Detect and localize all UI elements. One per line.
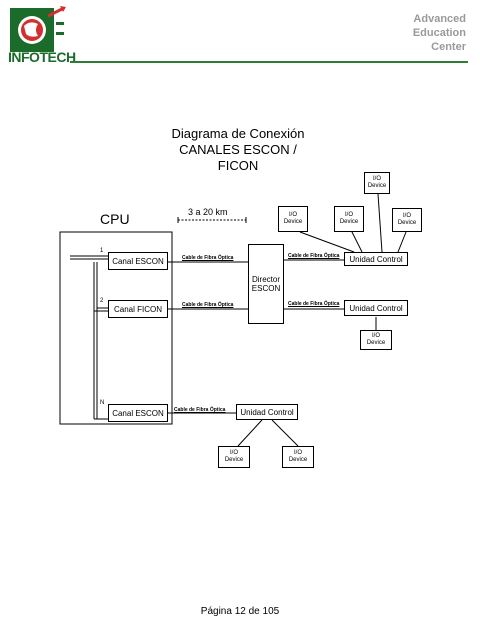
header-rule: [70, 61, 468, 63]
cable-label: Cable de Fibra Óptica: [174, 407, 226, 413]
io-device: I/O Device: [334, 206, 364, 232]
director-label-line: Director: [251, 275, 280, 284]
infotech-logo: [10, 6, 66, 52]
io-device: I/O Device: [282, 446, 314, 468]
io-device: I/O Device: [278, 206, 308, 232]
cable-label: Cable de Fibra Óptica: [288, 301, 340, 307]
io-device-line: Device: [288, 457, 308, 463]
io-device-line: I/O: [288, 212, 297, 218]
control-unit: Unidad Control: [344, 300, 408, 316]
io-device: I/O Device: [364, 172, 390, 194]
io-device-line: I/O: [293, 450, 302, 456]
cpu-label: CPU: [100, 211, 130, 227]
org-line: Center: [431, 41, 466, 53]
io-device: I/O Device: [392, 208, 422, 232]
cable-label: Cable de Fibra Óptica: [288, 253, 340, 259]
director-escon: Director ESCON: [248, 244, 284, 324]
control-unit: Unidad Control: [344, 252, 408, 266]
director-label-line: ESCON: [251, 284, 281, 293]
page-number: Página 12 de 105: [200, 606, 280, 617]
org-line: Advanced: [413, 13, 466, 25]
distance-label: 3 a 20 km: [188, 207, 228, 217]
io-device-line: Device: [397, 220, 417, 226]
io-device-line: I/O: [371, 333, 380, 339]
io-device-line: Device: [283, 219, 303, 225]
io-device: I/O Device: [360, 330, 392, 350]
cable-label: Cable de Fibra Óptica: [182, 255, 234, 261]
control-unit: Unidad Control: [236, 404, 298, 420]
io-device-line: Device: [366, 340, 386, 346]
channel-box: Canal FICON: [108, 300, 168, 318]
io-device: I/O Device: [218, 446, 250, 468]
io-device-line: I/O: [229, 450, 238, 456]
logo-wordmark: INFOTECH: [8, 49, 76, 65]
io-device-line: I/O: [372, 176, 381, 182]
cable-label: Cable de Fibra Óptica: [182, 302, 234, 308]
io-device-line: Device: [224, 457, 244, 463]
channel-number: 2: [100, 298, 104, 304]
channel-box: Canal ESCON: [108, 252, 168, 270]
channel-box: Canal ESCON: [108, 404, 168, 422]
title-line: FICON: [217, 158, 259, 173]
org-line: Education: [412, 27, 466, 39]
io-device-line: Device: [367, 183, 387, 189]
io-device-line: I/O: [402, 213, 411, 219]
io-device-line: Device: [339, 219, 359, 225]
io-device-line: I/O: [344, 212, 353, 218]
channel-number: N: [100, 400, 105, 406]
diagram-title: Diagrama de Conexión CANALES ESCON / FIC…: [150, 126, 326, 174]
org-name: Advanced Education Center: [413, 12, 466, 54]
title-line: Diagrama de Conexión: [171, 126, 305, 141]
title-line: CANALES ESCON /: [179, 142, 297, 157]
channel-number: 1: [100, 248, 104, 254]
